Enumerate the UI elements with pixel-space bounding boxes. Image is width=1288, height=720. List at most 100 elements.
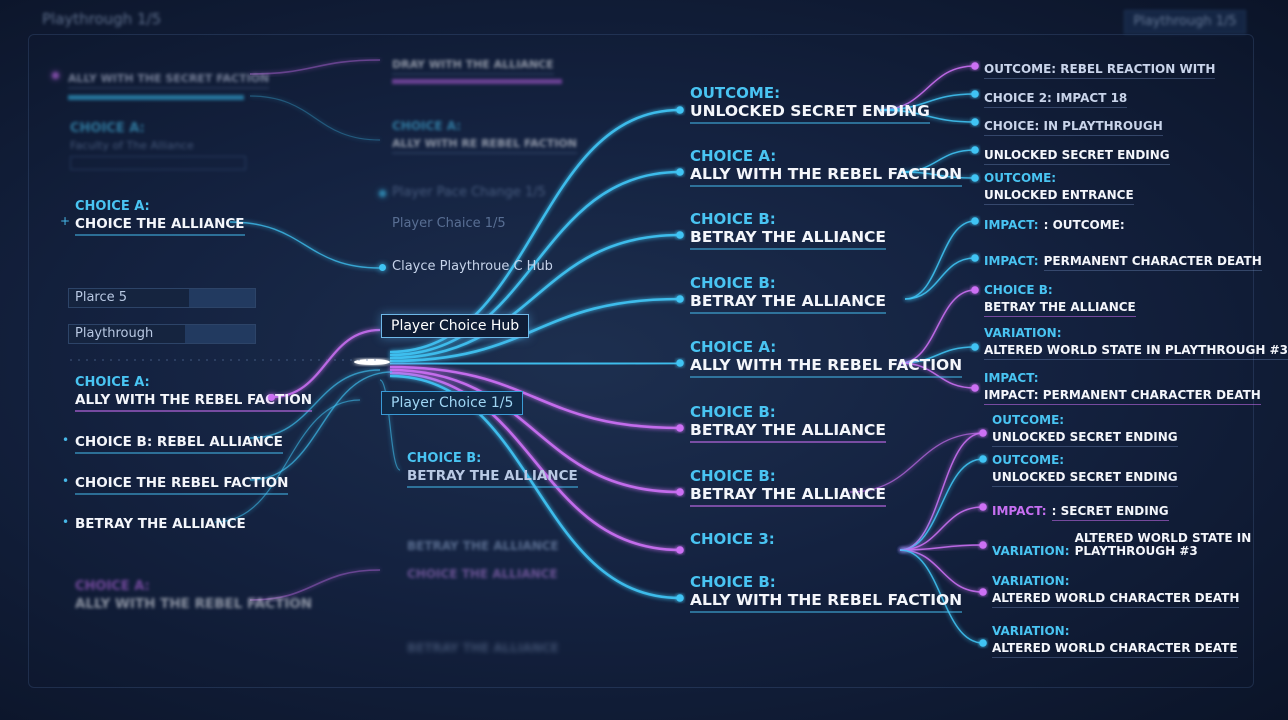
left-panel-place-fill [189,289,255,307]
right-node-9[interactable]: VARIATION: ALTERED WORLD STATE IN PLAYTH… [984,326,1288,361]
left-choice-rebel[interactable]: CHOICE A: ALLY WITH THE REBEL FACTION [75,375,313,413]
faint-item-1[interactable]: Player Pace Change 1/5 [392,185,546,200]
left-choice-alliance[interactable]: CHOICE A: CHOICE THE ALLIANCE [75,199,245,237]
left-bottom-b1[interactable]: BETRAY THE ALLIANCE [407,536,559,555]
outcome-node-dot [971,384,979,392]
mid-node-head: CHOICE A: [690,338,777,356]
hub-link [389,108,681,354]
right-node-head: VARIATION: [992,574,1070,588]
left-choice-a-blurred[interactable]: CHOICE A: Faculty of The Alliance [70,121,246,171]
mid-ghost-2-label: ALLY WITH RE REBEL FACTION [392,138,577,155]
right-node-head: CHOICE B: [984,283,1053,297]
outcome-link [899,149,976,173]
mid-node-head: CHOICE B: [690,573,776,591]
right-node-11[interactable]: OUTCOME: UNLOCKED SECRET ENDING [992,413,1178,448]
left-choice-b-betray[interactable]: CHOICE B: BETRAY THE ALLIANCE [407,451,578,489]
outcome-node-dot [971,118,979,126]
right-node-13[interactable]: IMPACT: : SECRET ENDING [992,501,1169,522]
outcome-node-dot [979,588,987,596]
right-node-head: IMPACT: [984,254,1039,268]
right-node-label: ALTERED WORLD CHARACTER DEATE [992,642,1238,659]
right-node-6[interactable]: IMPACT: : OUTCOME: [984,215,1125,234]
right-node-label: CHOICE: IN PLAYTHROUGH [984,119,1163,137]
right-node-12[interactable]: OUTCOME: UNLOCKED SECRET ENDING [992,453,1178,488]
left-bottom-choice-a[interactable]: CHOICE A: ALLY WITH THE REBEL FACTION [75,579,312,614]
left-panel-playthrough[interactable]: Playthrough [68,324,256,344]
left-choice-rebel-faction[interactable]: CHOICE THE REBEL FACTION [75,473,289,495]
mid-choice-a-rebel-2[interactable]: CHOICE A: ALLY WITH THE REBEL FACTION [690,338,963,378]
right-node-head: OUTCOME: [992,413,1065,427]
left-bottom-b1-label: BETRAY THE ALLIANCE [407,539,559,553]
middle-node-dot [676,424,684,432]
right-node-head: VARIATION: [992,544,1070,559]
mid-ghost-1[interactable]: DRAY WITH THE ALLIANCE [392,54,562,85]
outcome-link [904,220,976,300]
mid-choice-b-betray-3[interactable]: CHOICE B: BETRAY THE ALLIANCE [690,404,887,443]
outcome-node-dot [979,541,987,549]
right-node-8[interactable]: CHOICE B: BETRAY THE ALLIANCE [984,283,1136,318]
middle-node-dot [676,106,684,114]
left-link [271,328,381,399]
left-betray-alliance[interactable]: BETRAY THE ALLIANCE [75,514,246,534]
left-bottom-b3[interactable]: BETRAY THE ALLIANCE [407,638,559,657]
right-node-16[interactable]: VARIATION: ALTERED WORLD CHARACTER DEATE [992,624,1238,659]
faint-item-3[interactable]: Clayce Playthroue C Hub [392,259,553,274]
mid-ghost-1-bar [392,79,562,85]
right-node-10[interactable]: IMPACT: IMPACT: PERMANENT CHARACTER DEAT… [984,371,1261,406]
left-top-progress [68,95,244,101]
mid-node-label: ALLY WITH THE REBEL FACTION [690,165,963,187]
hub-link [389,361,681,366]
right-node-4[interactable]: UNLOCKED SECRET ENDING [984,145,1170,166]
right-node-3[interactable]: CHOICE: IN PLAYTHROUGH [984,116,1163,137]
mid-outcome-secret-ending[interactable]: OUTCOME: UNLOCKED SECRET ENDING [690,85,930,124]
outcome-node-dot [971,174,979,182]
outcome-node-dot [971,90,979,98]
left-top-node [52,72,59,79]
left-link [249,569,381,601]
left-choice-b-betray-label: BETRAY THE ALLIANCE [407,469,578,489]
outcome-link [899,506,984,551]
left-bottom-b2[interactable]: CHOICE THE ALLIANCE [407,564,558,583]
left-betray-alliance-label: BETRAY THE ALLIANCE [75,516,246,532]
outcome-link [899,458,984,551]
right-node-15[interactable]: VARIATION: ALTERED WORLD CHARACTER DEATH [992,574,1240,609]
player-choice-hub[interactable]: Player Choice Hub [381,314,530,338]
right-node-label: ALTERED WORLD CHARACTER DEATH [992,592,1240,609]
bullet-icon: • [62,433,70,447]
playthrough-badge[interactable]: Playthrough 1/5 [1124,10,1246,34]
mid-choice-b-rebel[interactable]: CHOICE B: ALLY WITH THE REBEL FACTION [690,573,963,613]
middle-node-dot [676,168,684,176]
left-link [249,371,393,481]
page-title: Playthrough 1/5 [42,10,162,28]
right-node-1[interactable]: OUTCOME: REBEL REACTION WITH [984,59,1216,80]
left-panel-place[interactable]: Plarce 5 [68,288,256,308]
right-node-14[interactable]: VARIATION: ALTERED WORLD STATE IN PLAYTH… [992,531,1265,560]
panel-frame [28,34,1254,688]
mid-node-label: BETRAY THE ALLIANCE [690,485,887,507]
mid-choice-b-betray-1[interactable]: CHOICE B: BETRAY THE ALLIANCE [690,211,887,250]
right-node-7[interactable]: IMPACT: PERMANENT CHARACTER DEATH [984,251,1262,272]
outcome-node-dot [979,639,987,647]
middle-node-dot [676,231,684,239]
left-panel-playthrough-fill [185,325,255,343]
outcome-link [899,544,984,551]
mid-choice-3[interactable]: CHOICE 3: [690,531,775,548]
left-top-item[interactable]: ALLY WITH THE SECRET FACTION [68,68,270,101]
mid-choice-a-rebel-1[interactable]: CHOICE A: ALLY WITH THE REBEL FACTION [690,148,963,187]
mid-choice-b-betray-2[interactable]: CHOICE B: BETRAY THE ALLIANCE [690,274,887,314]
mid-ghost-2[interactable]: CHOICE A: ALLY WITH RE REBEL FACTION [392,119,577,155]
player-choice-counter[interactable]: Player Choice 1/5 [381,391,524,415]
left-choice-b-rebel-alliance[interactable]: CHOICE B: REBEL ALLIANCE [75,432,283,454]
right-node-5[interactable]: OUTCOME: UNLOCKED ENTRANCE [984,171,1134,206]
outcome-link [899,346,976,364]
right-node-head: IMPACT: [984,371,1039,385]
mid-node-head: CHOICE B: [690,467,776,485]
bullet-icon: • [62,474,70,488]
faint-item-2[interactable]: Player Chaice 1/5 [392,216,506,231]
mid-choice-b-betray-4[interactable]: CHOICE B: BETRAY THE ALLIANCE [690,467,887,507]
right-node-label: UNLOCKED SECRET ENDING [984,148,1170,166]
mid-node-head: CHOICE B: [690,274,776,292]
mid-node-label: BETRAY THE ALLIANCE [690,292,887,314]
hub-link [389,233,681,360]
right-node-2[interactable]: CHOICE 2: IMPACT 18 [984,88,1128,109]
